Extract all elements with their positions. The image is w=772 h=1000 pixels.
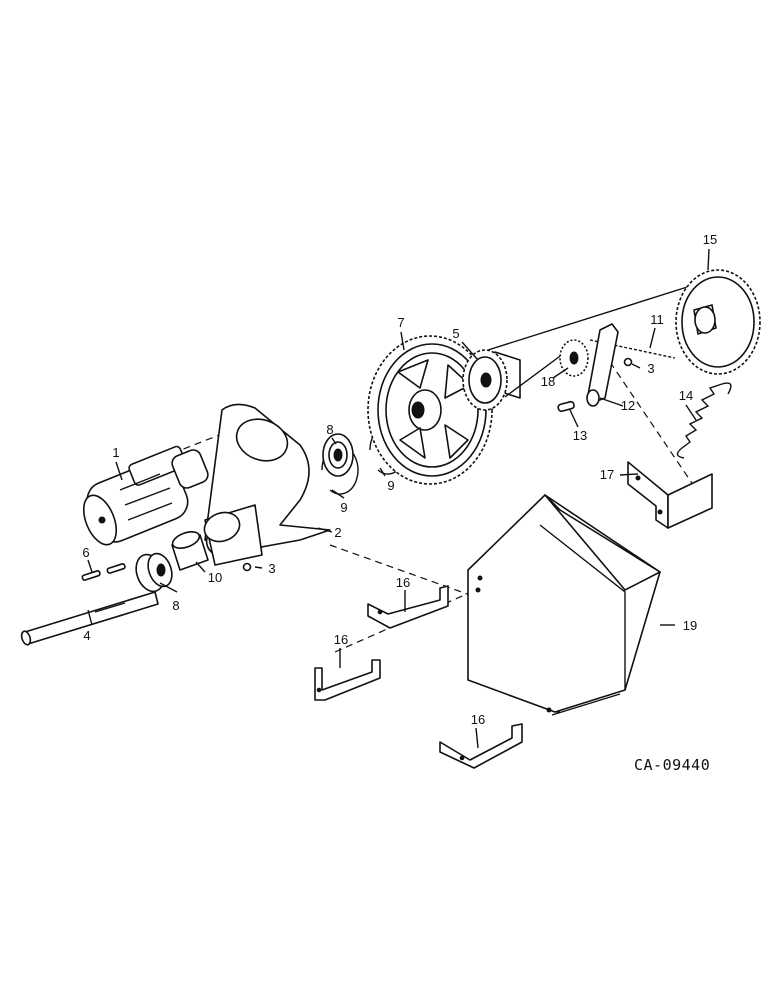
shaft: [20, 591, 159, 646]
callout-9-right: 9: [387, 478, 394, 493]
screws: [242, 357, 633, 572]
pin: [557, 400, 575, 413]
idler-sprocket: [559, 339, 589, 377]
large-gear: [367, 335, 493, 485]
bracket-17: [627, 461, 713, 529]
leader-lines: [87, 248, 710, 749]
callout-16-middle: 16: [334, 632, 348, 647]
bracket-16-upper: [367, 585, 449, 629]
bracket-16-lower: [439, 723, 523, 769]
callout-5: 5: [452, 326, 459, 341]
callout-9-left: 9: [340, 500, 347, 515]
callout-2: 2: [334, 525, 341, 540]
callout-10: 10: [208, 570, 222, 585]
bracket: [203, 403, 331, 566]
spring: [676, 382, 732, 459]
callout-labels: 1 2 3 4 5 6 7 8 8 9 9 10 11 12 13 14 15 …: [82, 232, 717, 727]
callout-4: 4: [83, 628, 90, 643]
callout-16-upper: 16: [396, 575, 410, 590]
callout-18: 18: [541, 374, 555, 389]
callout-13: 13: [573, 428, 587, 443]
callout-12: 12: [621, 398, 635, 413]
callout-17: 17: [600, 467, 614, 482]
callout-8-lower: 8: [172, 598, 179, 613]
callout-15: 15: [703, 232, 717, 247]
bracket-16-middle: [314, 659, 381, 701]
callout-6: 6: [82, 545, 89, 560]
callout-7: 7: [397, 315, 404, 330]
drawing-code: CA-09440: [634, 756, 710, 774]
callout-3-bracket: 3: [268, 561, 275, 576]
large-sprocket: [675, 269, 761, 375]
motor: [82, 445, 209, 546]
sprocket-5: [462, 349, 521, 411]
upper-bearing: [322, 433, 354, 477]
idler-arm: [586, 323, 619, 407]
callout-19: 19: [683, 618, 697, 633]
callout-11: 11: [650, 312, 664, 327]
sleeve: [171, 531, 209, 571]
callout-8-upper: 8: [326, 422, 333, 437]
lower-bearing: [135, 552, 173, 593]
callout-3-arm: 3: [647, 361, 654, 376]
callout-1: 1: [112, 445, 119, 460]
shield: [467, 494, 661, 716]
callout-16-lower: 16: [471, 712, 485, 727]
keys: [81, 563, 126, 581]
callout-14: 14: [679, 388, 693, 403]
